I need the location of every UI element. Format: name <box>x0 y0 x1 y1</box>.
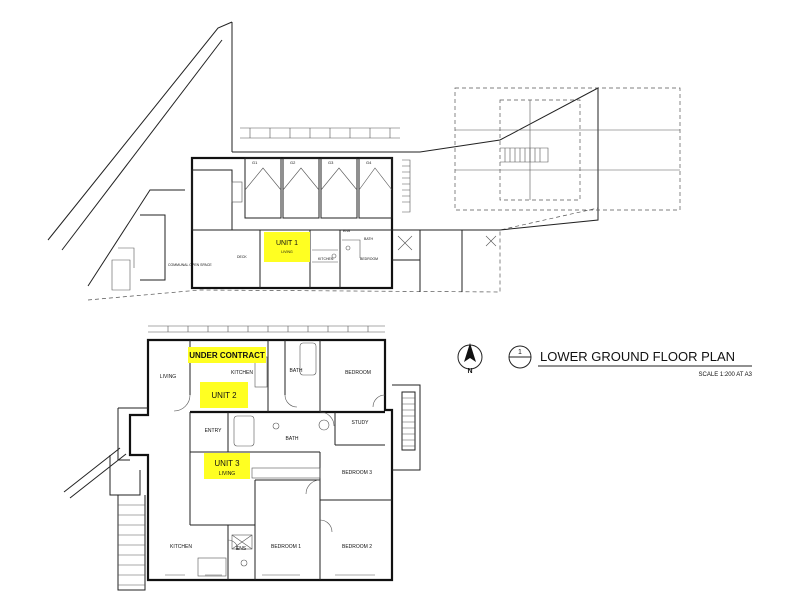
unit1-walls <box>232 229 392 288</box>
west-stair-rail <box>63 447 127 499</box>
garage-label: G2 <box>290 160 296 165</box>
unit2-living-label: LIVING <box>160 374 177 380</box>
shower <box>231 534 253 550</box>
kitchen-bench <box>197 557 227 577</box>
unit1-fixture <box>345 245 351 251</box>
boundary-line <box>87 189 185 287</box>
left-wing-detail <box>231 181 243 203</box>
shared-bath-label: BATH <box>286 436 299 442</box>
unit2-kitchen-label: KITCHEN <box>231 370 253 376</box>
site-stair-treads <box>504 148 541 162</box>
door-swing <box>305 479 321 495</box>
toilet <box>318 419 330 431</box>
top-rail <box>148 325 385 333</box>
site-plan: G1 G2 G3 G4 UNIT 1 LIVING KITCHEN BATH B… <box>47 21 681 301</box>
bedroom1-label: BEDROOM 1 <box>271 544 301 550</box>
north-arrow-pointer <box>464 343 476 362</box>
garage-label: G1 <box>252 160 258 165</box>
unit2-label: UNIT 2 <box>211 391 237 400</box>
east-stair <box>401 391 416 451</box>
bedroom3-label: BEDROOM 3 <box>342 470 372 476</box>
bathtub <box>299 342 317 376</box>
rail-posts <box>167 326 369 332</box>
east-stair-treads <box>402 397 415 447</box>
unit1-living-label: LIVING <box>281 250 293 254</box>
drawing-title: LOWER GROUND FLOOR PLAN <box>540 349 735 364</box>
unit2-bedroom-label: BEDROOM <box>345 370 371 376</box>
interior-wall <box>227 412 385 452</box>
unit2-bath-label: BATH <box>290 368 303 374</box>
dashed-structure <box>454 87 681 211</box>
west-landing <box>109 455 141 496</box>
unit1-bedroom-label: BEDROOM <box>360 257 378 261</box>
carport-posts <box>249 128 391 138</box>
building-outline <box>190 156 394 290</box>
yard-cross <box>397 235 413 251</box>
bathtub <box>233 415 255 447</box>
door-swing <box>284 394 298 408</box>
shower-cross <box>231 534 253 550</box>
garage-label: G4 <box>366 160 372 165</box>
east-stair-frame <box>392 384 421 471</box>
under-contract-badge: UNDER CONTRACT <box>189 351 265 360</box>
unit1-bath-label: BATH <box>364 237 374 241</box>
unit3-kitchen-label: KITCHEN <box>170 544 192 550</box>
bedroom2-label: BEDROOM 2 <box>342 544 372 550</box>
interior-wall <box>254 479 392 580</box>
door-swing <box>173 394 191 412</box>
north-label: N <box>467 368 472 375</box>
site-side-stair-treads <box>402 165 410 203</box>
unit2-highlight <box>200 382 248 408</box>
entry-label: ENTRY <box>205 428 223 434</box>
communal-open-space-label: COMMUNAL OPEN SPACE <box>168 263 212 267</box>
unit1-deck-label: DECK <box>237 255 247 259</box>
garage-label: G3 <box>328 160 334 165</box>
unit1-label: UNIT 1 <box>276 240 298 247</box>
unit1-kitchen-label: KITCHEN <box>318 257 334 261</box>
under-contract-badge-bg <box>188 347 266 363</box>
lower-floor-plan: UNDER CONTRACT UNIT 2 LIVING KITCHEN BAT… <box>63 325 421 591</box>
unit1-highlight <box>264 232 310 262</box>
door-swing <box>319 519 333 533</box>
unit3-ens-label: ENS <box>236 546 247 552</box>
boundary-line <box>47 21 233 241</box>
unit1-ens-label: ENS <box>343 229 351 233</box>
yard-cross <box>485 235 497 247</box>
carport-rail <box>240 127 400 139</box>
garage-row <box>244 157 393 219</box>
unit1-fixtures <box>312 239 361 263</box>
interior-wall <box>267 340 321 412</box>
site-stair <box>500 147 549 163</box>
door-swing <box>372 394 386 408</box>
driveway-outline <box>232 87 599 231</box>
west-stair <box>117 495 146 591</box>
basin <box>272 422 280 430</box>
retaining-wall <box>140 214 166 281</box>
landscape-block <box>111 247 135 291</box>
drawing-number: 1 <box>518 349 522 356</box>
unit3-label: UNIT 3 <box>214 459 240 468</box>
dashed-boundary <box>87 207 599 301</box>
unit3-highlight <box>204 453 250 479</box>
site-side-stair <box>402 159 411 213</box>
study-label: STUDY <box>352 420 370 426</box>
outer-walls <box>128 338 394 582</box>
boundary-line <box>61 39 223 251</box>
left-wing <box>191 169 233 231</box>
interior-wall <box>190 524 255 580</box>
door-swing <box>319 411 335 427</box>
west-stair-treads <box>118 504 145 586</box>
yard-walls <box>392 229 500 292</box>
toilet <box>240 559 248 567</box>
kitchen-bench <box>251 467 321 479</box>
dashed-structure-lines <box>455 100 680 200</box>
unit3-living-label: LIVING <box>219 471 236 477</box>
drawing-scale: SCALE 1:200 AT A3 <box>699 372 753 378</box>
unit1-fixture <box>331 253 337 259</box>
title-block: N 1 LOWER GROUND FLOOR PLAN SCALE 1:200 … <box>457 343 753 378</box>
